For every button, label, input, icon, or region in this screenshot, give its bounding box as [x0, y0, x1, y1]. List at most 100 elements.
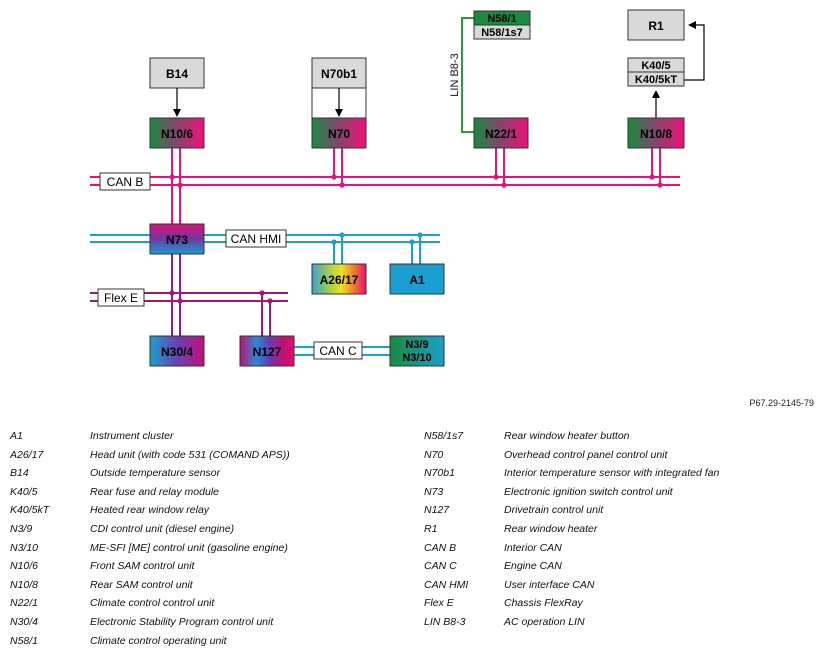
- a26-17-can-hmi-link: [333, 235, 343, 264]
- legend-description: Drivetrain control unit: [504, 504, 604, 517]
- n127-box: N127: [239, 335, 295, 367]
- a1-box: A1: [389, 263, 445, 295]
- legend-description: Head unit (with code 531 (COMAND APS)): [90, 448, 290, 461]
- k40-r1-arrow: [684, 21, 705, 81]
- legend-description: Instrument cluster: [90, 430, 174, 442]
- can-b-label: CAN B: [99, 172, 151, 191]
- network-diagram: LIN B8-3 B14 N70b1 N58/1 N58/1s7 R1 K40/…: [90, 9, 705, 367]
- legend-code: N3/9: [10, 523, 33, 535]
- legend-code: CAN C: [424, 560, 457, 573]
- legend-code: A26/17: [10, 448, 44, 461]
- legend-code: N70b1: [424, 467, 455, 480]
- svg-text:CAN B: CAN B: [107, 175, 144, 189]
- flex-e-label: Flex E: [97, 288, 145, 307]
- legend-code: N58/1: [10, 634, 39, 647]
- n22-1-can-b-link: [495, 148, 505, 185]
- n10-6-can-b-link: [171, 148, 181, 185]
- svg-text:N3/10: N3/10: [402, 352, 431, 364]
- svg-text:K40/5kT: K40/5kT: [635, 74, 677, 86]
- legend-description: Outside temperature sensor: [90, 467, 221, 480]
- svg-text:CAN HMI: CAN HMI: [231, 232, 282, 246]
- svg-text:N10/6: N10/6: [161, 127, 193, 141]
- legend-description: Engine CAN: [504, 560, 562, 573]
- svg-text:N58/1s7: N58/1s7: [481, 27, 523, 39]
- svg-text:Flex E: Flex E: [104, 291, 138, 305]
- n10-8-box: N10/8: [627, 117, 685, 149]
- n10-8-can-b-link: [651, 148, 661, 185]
- svg-text:R1: R1: [648, 19, 664, 33]
- a26-17-box: A26/17: [311, 263, 367, 295]
- legend-description: Climate control control unit: [90, 597, 215, 610]
- n70-can-b-link: [333, 148, 343, 185]
- legend-description: Interior temperature sensor with integra…: [504, 467, 720, 480]
- legend-code: N10/8: [10, 578, 39, 591]
- n58-1-box: N58/1: [473, 10, 531, 26]
- svg-text:A26/17: A26/17: [320, 273, 359, 287]
- legend-code: B14: [10, 467, 29, 480]
- n22-1-box: N22/1: [473, 117, 529, 149]
- legend-code: CAN B: [424, 541, 457, 554]
- legend-description: Front SAM control unit: [90, 560, 195, 573]
- svg-text:N30/4: N30/4: [161, 345, 193, 359]
- svg-text:N73: N73: [166, 233, 188, 247]
- svg-text:N22/1: N22/1: [485, 127, 517, 141]
- legend-code: R1: [424, 523, 438, 535]
- svg-text:N10/8: N10/8: [640, 127, 672, 141]
- legend-code: N73: [424, 485, 444, 498]
- junction-dots: [169, 174, 663, 188]
- lin-b8-3-line: [461, 17, 474, 133]
- legend-code: K40/5kT: [10, 504, 50, 517]
- can-hmi-label: CAN HMI: [225, 229, 287, 248]
- can-b-bus: [90, 176, 680, 186]
- legend-description: User interface CAN: [504, 578, 595, 591]
- n58-1s7-box: N58/1s7: [473, 24, 531, 40]
- can-c-label: CAN C: [313, 341, 363, 360]
- legend-description: Heated rear window relay: [90, 504, 210, 517]
- legend-code: N22/1: [10, 597, 39, 610]
- svg-text:N70b1: N70b1: [321, 67, 357, 81]
- legend-description: AC operation LIN: [504, 616, 585, 628]
- b14-box: B14: [149, 57, 205, 89]
- svg-text:N70: N70: [328, 127, 350, 141]
- svg-text:N3/9: N3/9: [405, 339, 428, 351]
- legend-description: Electronic ignition switch control unit: [504, 485, 673, 498]
- k40-5kt-box: K40/5kT: [627, 71, 685, 87]
- legend-description: Rear window heater button: [504, 430, 630, 442]
- legend-description: Climate control operating unit: [90, 634, 227, 647]
- legend-code: CAN HMI: [424, 578, 469, 591]
- n70-box: N70: [311, 117, 367, 149]
- legend-description: Rear SAM control unit: [90, 578, 193, 591]
- n3-box: N3/9 N3/10: [389, 335, 445, 367]
- svg-text:B14: B14: [166, 67, 188, 81]
- svg-text:A1: A1: [409, 273, 425, 287]
- legend-code: N70: [424, 448, 444, 461]
- legend-code: N58/1s7: [424, 430, 464, 442]
- n30-4-box: N30/4: [149, 335, 205, 367]
- n127-flex-e-link: [261, 293, 271, 336]
- svg-text:N127: N127: [253, 345, 282, 359]
- legend-code: LIN B8-3: [424, 616, 466, 628]
- svg-text:CAN C: CAN C: [319, 344, 357, 358]
- svg-text:K40/5: K40/5: [641, 60, 670, 72]
- legend-code: N3/10: [10, 541, 39, 554]
- n73-box: N73: [149, 223, 205, 255]
- n10-6-box: N10/6: [149, 117, 205, 149]
- legend-description: Overhead control panel control unit: [504, 448, 668, 461]
- legend-code: K40/5: [10, 485, 38, 498]
- legend-code: Flex E: [424, 597, 454, 610]
- a1-can-hmi-link: [411, 235, 421, 264]
- legend-description: Rear fuse and relay module: [90, 485, 219, 498]
- legend-code: N127: [424, 504, 450, 517]
- legend-description: CDI control unit (diesel engine): [90, 523, 235, 535]
- legend-description: Interior CAN: [504, 541, 562, 554]
- lin-b8-3-label: LIN B8-3: [449, 53, 461, 96]
- legend-description: Rear window heater: [504, 523, 598, 535]
- can-b-n73-link: [171, 177, 181, 224]
- legend-description: Electronic Stability Program control uni…: [90, 616, 274, 628]
- k40-5-box: K40/5: [627, 57, 685, 73]
- legend-code: N10/6: [10, 560, 39, 573]
- junction-dots-hmi: [331, 232, 423, 245]
- r1-box: R1: [627, 9, 685, 41]
- legend-description: Chassis FlexRay: [504, 597, 583, 610]
- legend-code: A1: [10, 430, 23, 442]
